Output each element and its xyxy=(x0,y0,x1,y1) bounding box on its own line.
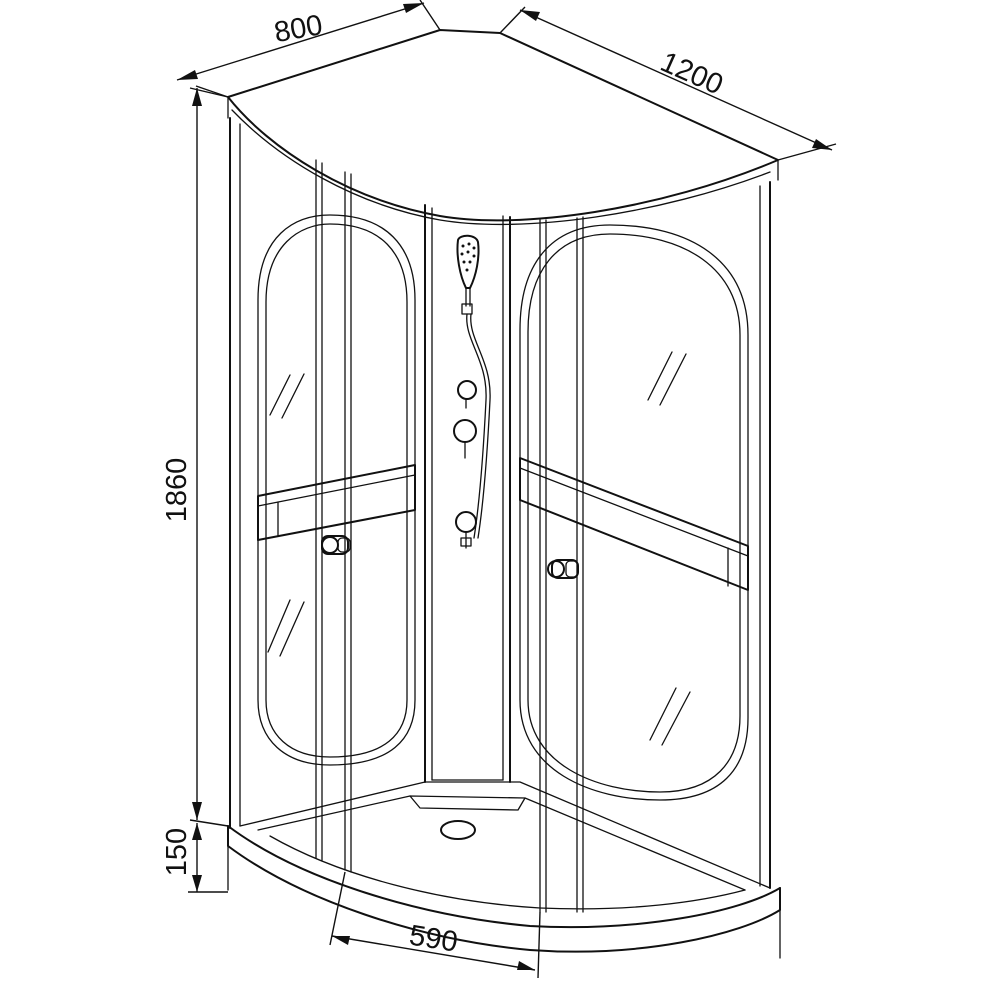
dim-label-1860: 1860 xyxy=(161,458,193,523)
door-verticals xyxy=(315,159,584,913)
frame-posts xyxy=(229,117,771,889)
dim-width-1200: 1200 xyxy=(499,6,837,161)
dim-label-1200: 1200 xyxy=(656,46,728,101)
left-door-handle xyxy=(321,535,351,555)
dim-label-590: 590 xyxy=(407,920,460,959)
back-panel xyxy=(424,204,511,783)
left-rail xyxy=(257,464,416,541)
dim-depth-800: 800 xyxy=(176,0,441,98)
shower-tray xyxy=(227,781,781,959)
hand-shower-set xyxy=(453,234,491,549)
right-rail xyxy=(519,457,749,591)
roof xyxy=(227,29,779,226)
dim-height-1860: 1860 xyxy=(161,87,229,827)
dim-tray-150: 150 xyxy=(161,823,228,893)
right-door-handle xyxy=(547,559,579,579)
right-glass-decor xyxy=(519,224,749,801)
dim-label-800: 800 xyxy=(272,9,325,49)
dim-door-590: 590 xyxy=(329,871,541,979)
dim-label-150: 150 xyxy=(161,828,193,876)
